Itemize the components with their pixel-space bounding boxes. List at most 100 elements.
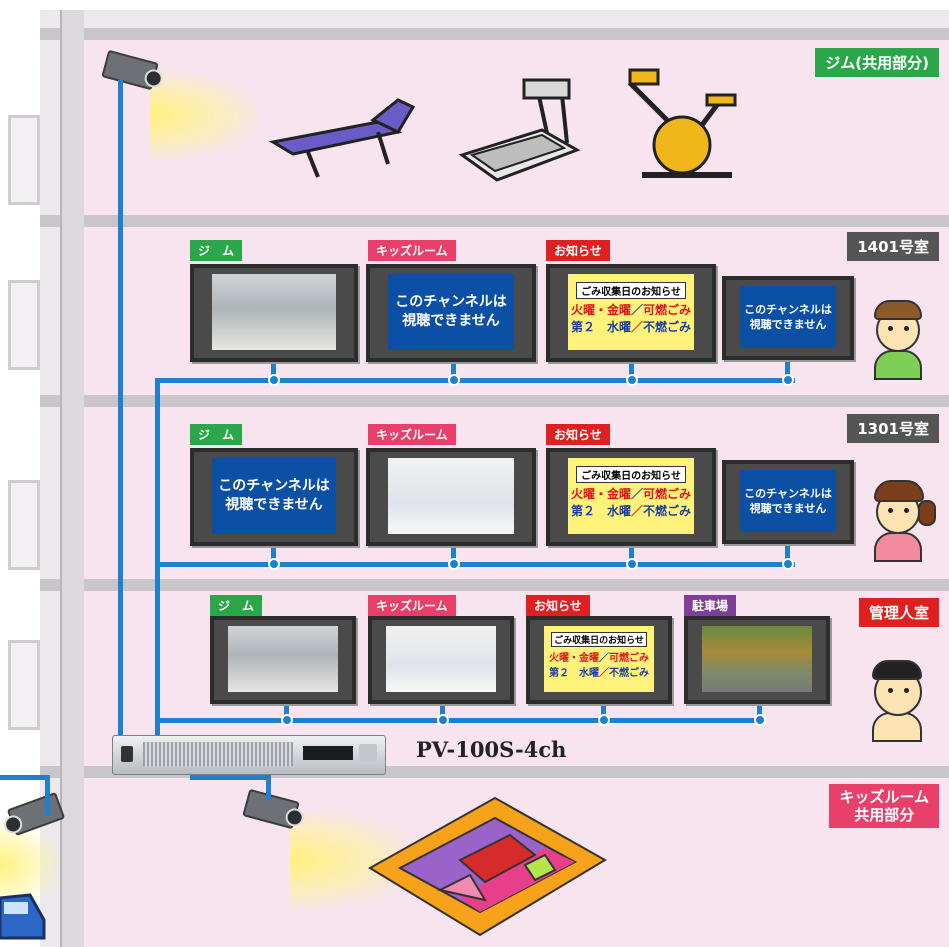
monitor-1301-parking: このチャンネルは視聴できません [722, 460, 854, 544]
manager-face-icon [866, 652, 932, 752]
drop-cable [451, 360, 456, 380]
monitor-1401-parking: このチャンネルは視聴できません [722, 276, 854, 360]
cable-node [448, 558, 460, 570]
notice-days-2: 第２ 水曜 [549, 668, 599, 679]
blocked-screen: このチャンネルは視聴できません [388, 274, 514, 350]
car-icon [0, 893, 46, 940]
blocked-text-line1: このチャンネルは [744, 487, 832, 500]
distribution-cable [155, 378, 795, 383]
notice-type-1: 可燃ごみ [609, 653, 649, 664]
notice-type-1: 可燃ごみ [643, 303, 692, 317]
resident-face-icon [868, 470, 938, 570]
display-panel [303, 746, 353, 760]
monitor-1301-kids [366, 448, 536, 546]
floor-slab [40, 395, 949, 407]
resident-body [874, 350, 922, 380]
balcony [8, 115, 40, 205]
cable-node [448, 374, 460, 386]
notice-slash: ／ [630, 504, 643, 518]
cable-node [268, 374, 280, 386]
cable-node [281, 714, 293, 726]
room-label-1301: 1301号室 [847, 414, 939, 443]
room-label-kids-line1: キッズルーム [839, 788, 929, 806]
eye [888, 326, 893, 331]
device-model-label: PV-100S-4ch [416, 737, 567, 762]
drop-cable [271, 360, 276, 380]
kids-camera-feed [388, 458, 514, 534]
room-label-management: 管理人室 [858, 598, 939, 627]
treadmill-icon [458, 78, 581, 182]
notice-days-2: 第２ 水曜 [570, 504, 631, 518]
camera-cable [0, 775, 50, 780]
notice-days-1: 火曜・金曜 [570, 303, 631, 317]
channel-tag-kids: キッズルーム [368, 424, 456, 445]
room-label-1401: 1401号室 [847, 232, 939, 261]
notice-slash: ／ [630, 320, 643, 334]
room-label-kids-line2: 共用部分 [854, 806, 915, 824]
cable-node [598, 714, 610, 726]
monitor-mgmt-info: ごみ収集日のお知らせ 火曜・金曜／可燃ごみ 第２ 水曜／不燃ごみ [526, 616, 672, 704]
camera-cable [45, 775, 50, 815]
monitor-mgmt-gym [210, 616, 356, 704]
blocked-text-line2: 視聴できません [402, 313, 500, 329]
ponytail [918, 500, 936, 526]
cable-node [437, 714, 449, 726]
balcony [8, 280, 40, 370]
channel-tag-info: お知らせ [546, 240, 610, 261]
eye [904, 508, 909, 513]
channel-tag-kids: キッズルーム [368, 240, 456, 261]
vent-grille [143, 742, 293, 766]
exercise-bike-icon [627, 68, 737, 178]
notice-screen: ごみ収集日のお知らせ 火曜・金曜／可燃ごみ 第２ 水曜／不燃ごみ [544, 626, 654, 692]
cable-node [782, 374, 794, 386]
notice-type-1: 可燃ごみ [643, 487, 692, 501]
monitor-1401-info: ごみ収集日のお知らせ 火曜・金曜／可燃ごみ 第２ 水曜／不燃ごみ [546, 264, 716, 362]
notice-heading: ごみ収集日のお知らせ [575, 282, 687, 299]
notice-days-1: 火曜・金曜 [570, 487, 631, 501]
drop-cable [284, 700, 289, 720]
notice-slash: ／ [630, 487, 643, 501]
monitor-1301-gym: このチャンネルは視聴できません [190, 448, 358, 546]
channel-tag-gym: ジ ム [190, 240, 243, 261]
drop-cable [629, 545, 634, 565]
channel-tag-parking: 駐車場 [684, 595, 737, 616]
drop-cable [629, 360, 634, 380]
notice-slash: ／ [599, 653, 609, 664]
notice-type-2: 不燃ごみ [643, 320, 692, 334]
blocked-text-line1: このチャンネルは [218, 478, 330, 494]
resident-body [874, 532, 922, 562]
resident-hair [874, 480, 924, 502]
notice-type-2: 不燃ごみ [609, 668, 649, 679]
notice-days-1: 火曜・金曜 [549, 653, 599, 664]
channel-tag-gym: ジ ム [210, 595, 263, 616]
blocked-text-line1: このチャンネルは [744, 303, 832, 316]
cable-node [626, 558, 638, 570]
resident-face-icon [868, 290, 928, 390]
channel-tag-kids: キッズルーム [368, 595, 456, 616]
drop-cable [271, 545, 276, 565]
weight-bench-icon [268, 98, 416, 178]
eye [888, 688, 893, 693]
kids-camera-feed [386, 626, 496, 692]
network-recorder-device [112, 735, 386, 775]
blocked-text-line1: このチャンネルは [395, 294, 507, 310]
building-column [60, 10, 84, 947]
parking-camera-feed [702, 626, 812, 692]
channel-tag-gym: ジ ム [190, 424, 243, 445]
gym-camera-feed [212, 274, 336, 350]
channel-tag-info: お知らせ [526, 595, 590, 616]
gym-camera-feed [228, 626, 338, 692]
drop-cable [451, 545, 456, 565]
distribution-cable [155, 562, 795, 567]
monitor-1301-info: ごみ収集日のお知らせ 火曜・金曜／可燃ごみ 第２ 水曜／不燃ごみ [546, 448, 716, 546]
monitor-mgmt-parking [684, 616, 830, 704]
camera-cable [190, 775, 270, 780]
blocked-screen: このチャンネルは視聴できません [212, 458, 336, 534]
camera-cable [118, 80, 123, 740]
resident-hair [874, 300, 922, 320]
drop-cable [757, 700, 762, 720]
control-buttons [359, 744, 377, 762]
drop-cable [440, 700, 445, 720]
monitor-mgmt-kids [368, 616, 514, 704]
eye [888, 508, 893, 513]
